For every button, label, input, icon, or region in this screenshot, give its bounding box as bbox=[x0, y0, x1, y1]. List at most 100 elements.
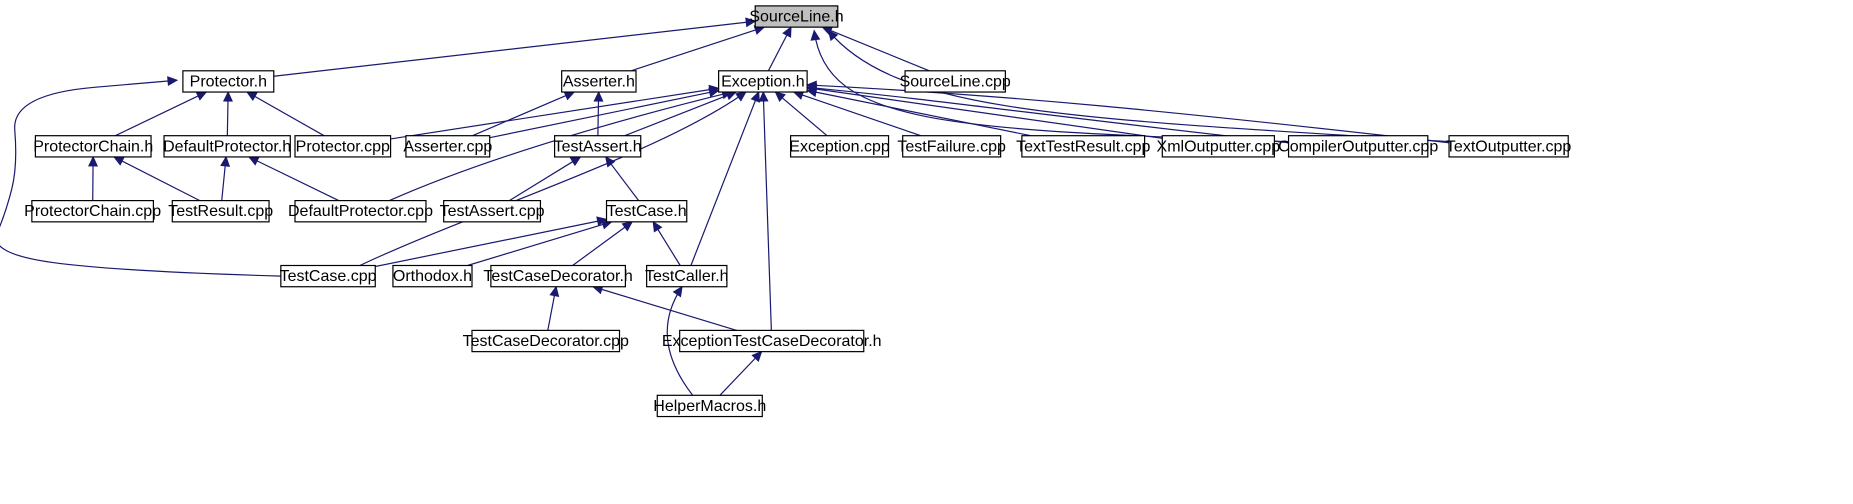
node-box[interactable] bbox=[182, 70, 275, 93]
edge-line bbox=[375, 218, 607, 268]
edge-line bbox=[489, 89, 719, 139]
node-label: TextTestResult.cpp bbox=[1016, 138, 1150, 155]
edge-line bbox=[572, 221, 633, 266]
node-testfailure-cpp[interactable]: TestFailure.cpp bbox=[897, 135, 1006, 158]
node-helpermacros-h[interactable]: HelperMacros.h bbox=[653, 394, 766, 418]
node-box[interactable] bbox=[561, 70, 637, 93]
edge-line bbox=[807, 86, 1289, 144]
node-box[interactable] bbox=[1448, 135, 1569, 158]
node-label: Exception.h bbox=[721, 73, 805, 90]
node-testcase-cpp[interactable]: TestCase.cpp bbox=[280, 264, 377, 288]
node-testcasedecorator-h[interactable]: TestCaseDecorator.h bbox=[483, 264, 633, 288]
edge-compileroutputter-cpp-to-sourceline-h bbox=[810, 29, 1289, 143]
node-defaultprotector-h[interactable]: DefaultProtector.h bbox=[163, 135, 291, 158]
node-box[interactable] bbox=[679, 329, 865, 353]
edge-line bbox=[813, 30, 1289, 143]
node-asserter-h[interactable]: Asserter.h bbox=[561, 70, 637, 93]
node-box[interactable] bbox=[1021, 135, 1146, 158]
node-box[interactable] bbox=[471, 329, 621, 353]
edge-texttestresult-cpp-to-exception-h bbox=[805, 87, 1031, 137]
node-box[interactable] bbox=[294, 135, 392, 158]
node-box[interactable] bbox=[171, 200, 270, 223]
node-box[interactable] bbox=[490, 264, 627, 288]
node-label: XmlOutputter.cpp bbox=[1157, 138, 1281, 155]
node-label: SourceLine.h bbox=[749, 9, 843, 26]
node-box[interactable] bbox=[280, 264, 376, 288]
node-box[interactable] bbox=[605, 200, 688, 223]
node-box[interactable] bbox=[405, 135, 491, 158]
node-label: TestResult.cpp bbox=[168, 203, 273, 220]
node-box[interactable] bbox=[1161, 135, 1276, 158]
node-box[interactable] bbox=[443, 200, 542, 223]
node-exception-h[interactable]: Exception.h bbox=[718, 70, 808, 93]
arrow-head-textoutputter-cpp-to-sourceline-h bbox=[827, 29, 839, 42]
edge-line bbox=[807, 87, 1163, 139]
node-testcasedecorator-cpp[interactable]: TestCaseDecorator.cpp bbox=[463, 329, 629, 353]
node-sourceline-h[interactable]: SourceLine.h bbox=[749, 5, 844, 28]
node-protector-cpp[interactable]: Protector.cpp bbox=[294, 135, 392, 158]
arrow-head-exception-cpp-to-exception-h bbox=[774, 91, 786, 102]
arrow-head-protector-h-to-sourceline-h bbox=[745, 17, 757, 28]
node-box[interactable] bbox=[656, 394, 763, 418]
node-protector-h[interactable]: Protector.h bbox=[182, 70, 275, 93]
arrow-head-asserter-cpp-to-exception-h bbox=[708, 87, 720, 98]
node-testassert-h[interactable]: TestAssert.h bbox=[553, 135, 642, 158]
edge-testresult-cpp-to-defaultprotector-h bbox=[220, 155, 231, 201]
node-box[interactable] bbox=[1287, 135, 1429, 158]
node-box[interactable] bbox=[904, 70, 1006, 93]
node-label: Protector.cpp bbox=[296, 138, 390, 155]
node-compileroutputter-cpp[interactable]: CompilerOutputter.cpp bbox=[1278, 135, 1438, 158]
node-box[interactable] bbox=[31, 200, 155, 223]
edge-line bbox=[113, 156, 201, 202]
node-box[interactable] bbox=[392, 264, 473, 288]
node-box[interactable] bbox=[294, 200, 427, 223]
arrow-head-protector-cpp-to-protector-h bbox=[246, 91, 258, 102]
node-box[interactable] bbox=[789, 135, 890, 158]
edge-testcaller-h-to-testcase-h bbox=[652, 220, 681, 266]
edge-line bbox=[592, 286, 737, 331]
edge-line bbox=[390, 87, 719, 140]
node-box[interactable] bbox=[553, 135, 642, 158]
node-asserter-cpp[interactable]: Asserter.cpp bbox=[403, 135, 492, 158]
node-label: Orthodox.h bbox=[393, 268, 472, 285]
arrow-head-testassert-h-to-asserter-h bbox=[593, 90, 604, 102]
node-box[interactable] bbox=[163, 135, 291, 158]
node-label: DefaultProtector.cpp bbox=[288, 203, 433, 220]
node-xmloutputter-cpp[interactable]: XmlOutputter.cpp bbox=[1157, 135, 1281, 158]
node-textoutputter-cpp[interactable]: TextOutputter.cpp bbox=[1446, 135, 1572, 158]
edge-line bbox=[246, 91, 325, 137]
node-orthodox-h[interactable]: Orthodox.h bbox=[392, 264, 473, 288]
edge-line bbox=[273, 20, 756, 77]
node-defaultprotector-cpp[interactable]: DefaultProtector.cpp bbox=[288, 200, 433, 223]
edge-compileroutputter-cpp-to-exception-h bbox=[805, 83, 1289, 144]
node-protectorchain-cpp[interactable]: ProtectorChain.cpp bbox=[24, 200, 161, 223]
arrow-head-exception-h-to-sourceline-h bbox=[782, 26, 792, 38]
node-protectorchain-h[interactable]: ProtectorChain.h bbox=[33, 135, 153, 158]
node-texttestresult-cpp[interactable]: TextTestResult.cpp bbox=[1016, 135, 1150, 158]
node-box[interactable] bbox=[34, 135, 152, 158]
arrow-head-testresult-cpp-to-defaultprotector-h bbox=[220, 155, 231, 167]
node-label: TestCaller.h bbox=[645, 268, 729, 285]
edge-line bbox=[807, 84, 1450, 144]
node-box[interactable] bbox=[646, 264, 728, 288]
node-box[interactable] bbox=[902, 135, 1002, 158]
node-box[interactable] bbox=[718, 70, 808, 93]
edge-line bbox=[827, 30, 1450, 143]
node-label: TestAssert.h bbox=[554, 138, 642, 155]
node-exception-cpp[interactable]: Exception.cpp bbox=[789, 135, 890, 158]
node-sourceline-cpp[interactable]: SourceLine.cpp bbox=[900, 70, 1011, 93]
arrow-head-protectorchain-h-to-protector-h bbox=[195, 91, 208, 101]
edge-testcasedecorator-cpp-to-testcasedecorator-h bbox=[547, 285, 560, 331]
node-box[interactable] bbox=[754, 5, 839, 28]
node-testassert-cpp[interactable]: TestAssert.cpp bbox=[440, 200, 545, 223]
arrow-head-testcasedecorator-h-to-testcase-h bbox=[621, 221, 634, 232]
edge-testcaller-h-to-exception-h bbox=[690, 90, 760, 266]
node-testresult-cpp[interactable]: TestResult.cpp bbox=[168, 200, 273, 223]
node-testcaller-h[interactable]: TestCaller.h bbox=[645, 264, 729, 288]
arrow-head-asserter-cpp-to-asserter-h bbox=[563, 91, 576, 101]
node-exceptiontestcasedecorator-h[interactable]: ExceptionTestCaseDecorator.h bbox=[662, 329, 882, 353]
edge-line bbox=[472, 91, 575, 137]
node-testcase-h[interactable]: TestCase.h bbox=[605, 200, 688, 223]
edge-line bbox=[719, 351, 763, 396]
edge-testcase-h-to-testassert-h bbox=[604, 155, 640, 201]
